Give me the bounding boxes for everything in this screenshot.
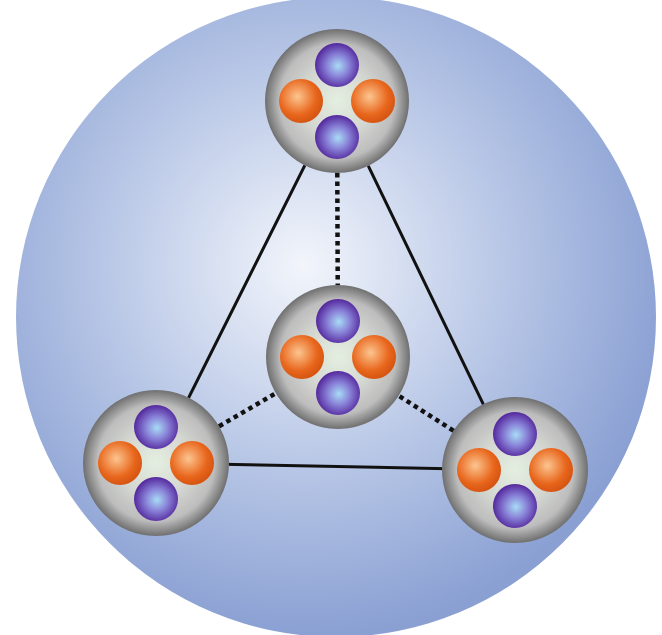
cluster-shell (266, 285, 410, 429)
cluster-shell (442, 397, 588, 543)
neutron-particle (134, 405, 178, 449)
neutron-particle (315, 43, 359, 87)
bond-top-right-solid (366, 165, 485, 405)
cluster-left (83, 390, 229, 536)
neutron-particle (316, 299, 360, 343)
cluster-right (442, 397, 588, 543)
bond-left-right-solid (228, 462, 443, 471)
cluster-center (266, 285, 410, 429)
cluster-shell (83, 390, 229, 536)
cluster-shell (265, 29, 409, 173)
proton-particle (170, 441, 214, 485)
neutron-particle (134, 477, 178, 521)
proton-particle (98, 441, 142, 485)
neutron-particle (316, 371, 360, 415)
cluster-top (265, 29, 409, 173)
bonds-layer (187, 164, 485, 471)
proton-particle (280, 335, 324, 379)
proton-particle (529, 448, 573, 492)
proton-particle (352, 335, 396, 379)
bond-top-left-solid (187, 164, 307, 399)
neutron-particle (493, 484, 537, 528)
proton-particle (279, 79, 323, 123)
bond-right-center-dotted (397, 393, 455, 433)
bond-left-center-dotted (217, 391, 277, 429)
neutron-particle (493, 412, 537, 456)
clusters-layer (83, 29, 588, 543)
proton-particle (457, 448, 501, 492)
proton-particle (351, 79, 395, 123)
neutron-particle (315, 115, 359, 159)
